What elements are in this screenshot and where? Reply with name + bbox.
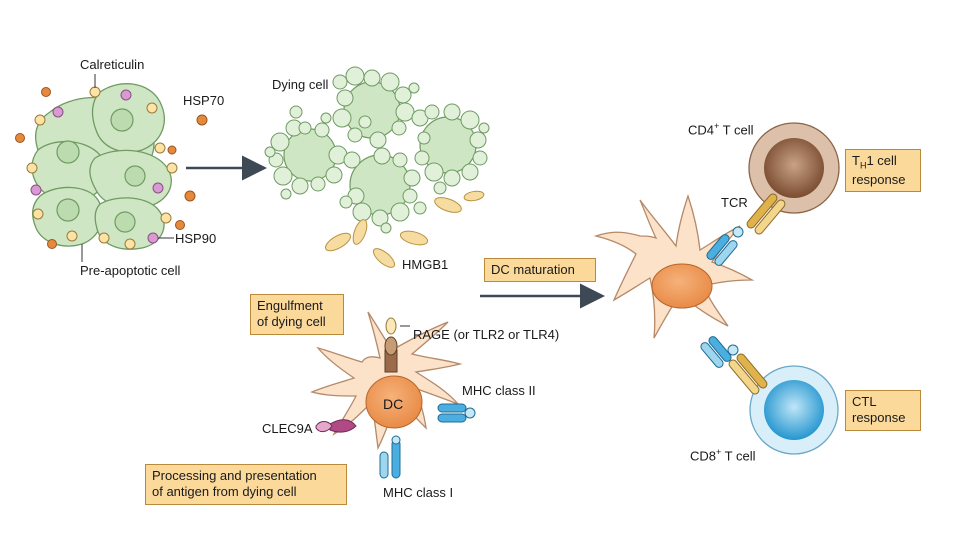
engulfment-line1: Engulfment (257, 298, 323, 313)
box-engulfment: Engulfment of dying cell (250, 294, 344, 335)
label-rage: RAGE (or TLR2 or TLR4) (413, 327, 560, 342)
th1-line1: TH1 cell (852, 153, 914, 172)
rage-receptor (384, 317, 398, 373)
engulfment-line2: of dying cell (257, 314, 326, 330)
th1-suffix: 1 cell (866, 153, 897, 168)
cd8-t-cell (700, 336, 839, 455)
ctl-line1: CTL (852, 394, 877, 409)
mhc-ii-complex-cd4 (706, 226, 744, 266)
dying-cell-blebs (264, 66, 490, 268)
label-cd8-t-cell: CD8+ T cell (690, 447, 755, 464)
box-th1-response: TH1 cell response (845, 149, 921, 193)
box-dc-maturation: DC maturation (484, 258, 596, 283)
mhc-class-i-receptor (379, 435, 401, 479)
cd4-suffix: T cell (719, 122, 754, 138)
label-clec9a: CLEC9A (262, 421, 313, 436)
clec9a-receptor (315, 419, 357, 433)
label-hmgb1: HMGB1 (402, 257, 449, 272)
processing-line1: Processing and presentation (152, 468, 317, 483)
mature-dendritic-cell (593, 193, 755, 339)
label-cd4-t-cell: CD4+ T cell (688, 121, 753, 138)
mature-dc-nucleus (651, 263, 713, 309)
pre-apoptotic-cell-cluster (15, 74, 208, 262)
th1-sub: H (859, 160, 867, 171)
label-hsp90: HSP90 (175, 231, 217, 246)
label-hsp70: HSP70 (183, 93, 225, 108)
th1-line2: response (852, 171, 906, 187)
dc-maturation-text: DC maturation (491, 262, 575, 277)
cd4-sup: + (714, 121, 720, 131)
label-mhc-class-ii: MHC class II (462, 383, 536, 398)
dc-nucleus (365, 375, 423, 429)
mhc-class-ii-receptor (437, 403, 476, 423)
ctl-line2: response (852, 410, 906, 426)
label-dying-cell: Dying cell (272, 77, 329, 92)
label-pre-apoptotic-cell: Pre-apoptotic cell (80, 263, 181, 278)
mhc-i-complex-cd8 (700, 336, 739, 368)
cd4-prefix: CD4 (688, 122, 715, 138)
box-processing: Processing and presentation of antigen f… (145, 464, 347, 505)
cd8-prefix: CD8 (690, 448, 717, 464)
label-calreticulin: Calreticulin (80, 57, 145, 72)
cd8-suffix: T cell (721, 448, 756, 464)
label-tcr: TCR (721, 195, 748, 210)
cd4-t-cell (706, 122, 840, 266)
label-mhc-class-i: MHC class I (383, 485, 454, 500)
tcr-receptor (746, 193, 786, 235)
box-ctl-response: CTL response (845, 390, 921, 431)
th1-prefix: T (852, 153, 860, 168)
processing-line2: of antigen from dying cell (152, 484, 297, 500)
tcr-receptor-cd8 (728, 353, 768, 395)
dendritic-cell (310, 311, 476, 479)
label-dc: DC (383, 396, 404, 412)
cd8-sup: + (716, 447, 722, 457)
